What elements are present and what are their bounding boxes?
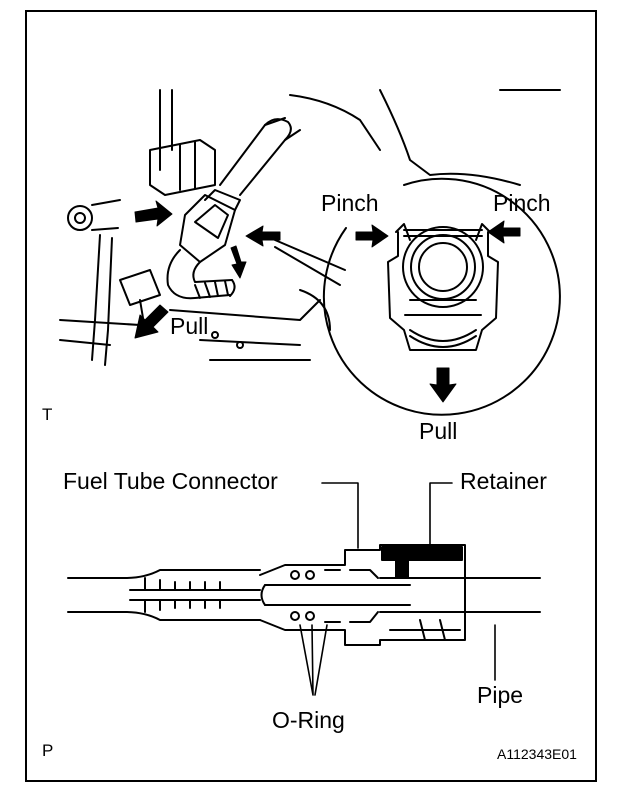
figure-frame — [25, 10, 597, 782]
arrows-top — [134, 200, 281, 339]
arrow-pull-main — [134, 304, 169, 339]
leader-lines — [299, 482, 496, 696]
label-fuel-tube-connector: Fuel Tube Connector — [63, 468, 278, 494]
label-pull-detail: Pull — [419, 418, 458, 444]
arrow-right-pinch — [134, 200, 173, 227]
arrow-pinch-right-detail — [487, 220, 521, 244]
label-pinch-right: Pinch — [493, 190, 551, 216]
connector-cross-section — [67, 544, 541, 646]
label-retainer: Retainer — [460, 468, 547, 494]
label-pinch-left: Pinch — [321, 190, 379, 216]
arrow-pull-detail — [429, 367, 457, 403]
panel-letter-top: T — [42, 405, 53, 424]
engine-bay-drawing — [59, 89, 561, 366]
arrow-left-pinch — [245, 225, 281, 247]
arrow-pinch-left-detail — [355, 224, 389, 248]
panel-letter-bottom: P — [42, 741, 54, 760]
detail-circle — [322, 177, 561, 416]
arrow-down-small — [230, 245, 247, 279]
retainer-shape — [381, 546, 463, 579]
arrows-detail — [355, 220, 521, 403]
label-o-ring: O-Ring — [272, 707, 345, 733]
label-pipe: Pipe — [477, 682, 524, 708]
label-pull-main: Pull — [170, 313, 209, 339]
figure-code: A112343E01 — [497, 746, 577, 762]
